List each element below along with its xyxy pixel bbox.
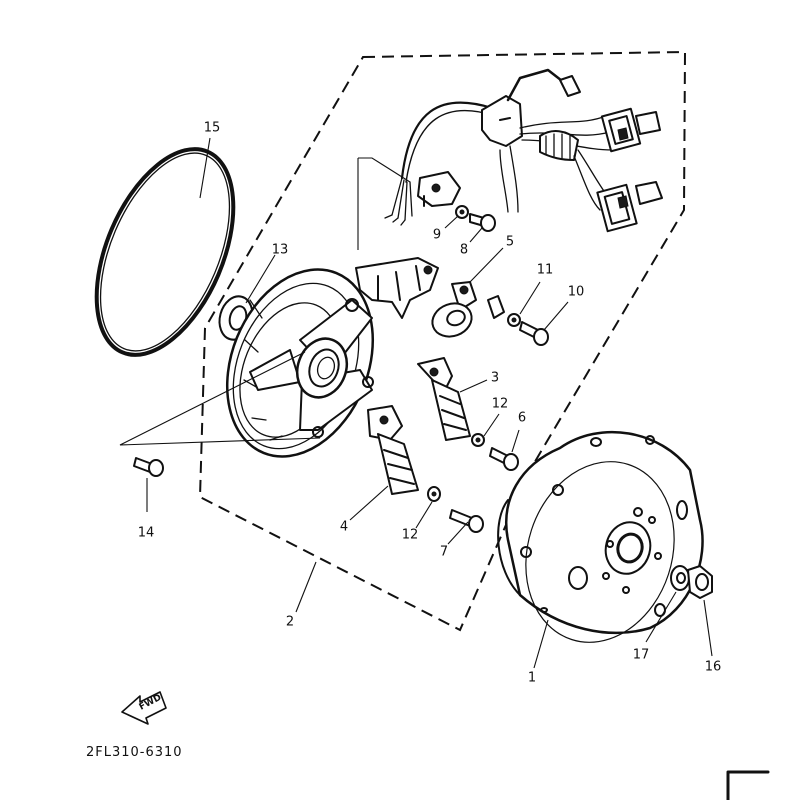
- callout-2: 2: [286, 615, 294, 630]
- callout-5: 5: [506, 235, 514, 250]
- callout-14: 14: [138, 526, 155, 541]
- callout-12-upper: 12: [492, 397, 509, 412]
- clip-upper[interactable]: [487, 295, 505, 319]
- leader-lines: [119, 137, 713, 669]
- callout-16: 16: [705, 660, 722, 675]
- stator-base-plate[interactable]: [201, 248, 400, 479]
- callout-6: 6: [518, 411, 526, 426]
- washer-part-12-lower[interactable]: [427, 486, 441, 502]
- wire-harness[interactable]: [384, 68, 663, 233]
- nut-part-16[interactable]: [687, 565, 713, 599]
- forward-direction-arrow: FWD: [121, 691, 167, 725]
- assembly-group-boundary: [198, 50, 687, 632]
- diagram-part-code: 2FL310-6310: [86, 745, 183, 760]
- wire-clamp[interactable]: [417, 171, 461, 207]
- washer-part-9[interactable]: [455, 205, 469, 219]
- callout-15: 15: [204, 121, 221, 136]
- lighting-coil-part-4[interactable]: [367, 405, 419, 495]
- callout-13: 13: [272, 243, 289, 258]
- screw-part-7[interactable]: [449, 509, 484, 533]
- charge-coil-part-3[interactable]: [417, 357, 471, 441]
- coil-bracket[interactable]: [355, 257, 439, 319]
- callout-10: 10: [568, 285, 585, 300]
- callout-3: 3: [491, 371, 499, 386]
- washer-part-12-upper[interactable]: [471, 433, 485, 447]
- screw-part-8[interactable]: [469, 213, 496, 232]
- screw-part-14[interactable]: [133, 457, 164, 477]
- callout-8: 8: [460, 243, 468, 258]
- washer-part-17[interactable]: [670, 565, 690, 591]
- callout-9: 9: [433, 228, 441, 243]
- callout-1: 1: [528, 671, 536, 686]
- callout-labels: 1 2 3 4 5 6 7 8 9 10 11 12 12 13 14 15 1…: [138, 121, 722, 686]
- washer-part-11[interactable]: [507, 313, 521, 327]
- callout-11: 11: [537, 263, 554, 278]
- pickup-coil-part-5[interactable]: [428, 281, 477, 342]
- screw-part-6[interactable]: [489, 447, 519, 471]
- callout-12-lower: 12: [402, 528, 419, 543]
- screw-part-10[interactable]: [519, 321, 549, 346]
- callout-17: 17: [633, 648, 650, 663]
- callout-7: 7: [440, 545, 448, 560]
- page-corner-mark: [726, 770, 770, 800]
- callout-4: 4: [340, 520, 348, 535]
- flywheel-rotor-part-1[interactable]: [497, 430, 704, 662]
